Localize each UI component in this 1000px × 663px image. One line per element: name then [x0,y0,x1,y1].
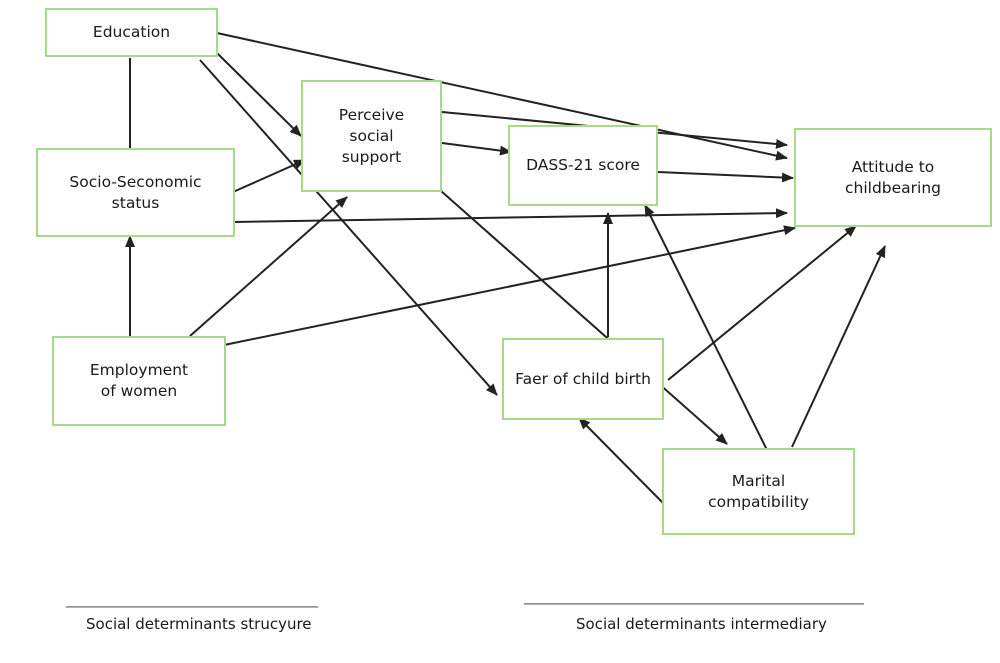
node-education: Education [45,8,218,57]
arrow-employment-attitude [223,225,796,346]
node-marital-label: Marital compatibility [708,471,809,511]
node-dass-label: DASS-21 score [526,156,640,174]
node-employment-label: Employment of women [89,361,189,400]
node-support-label: Perceive social support [338,105,405,166]
arrow-marital-fear [578,417,664,504]
node-perceived-social-support: Perceive social support [301,80,442,192]
arrow-marital-dass [644,204,768,451]
arrow-ses-attitude [232,208,788,223]
node-employment-of-women: Employment of women [52,336,226,426]
intermediary-divider [524,603,864,605]
arrow-education-attitude [216,32,788,161]
caption-structure: Social determinants strucyure [86,615,312,633]
node-fear-of-childbirth: Faer of child birth [502,338,664,420]
arrow-education-fear [199,59,498,396]
arrow-fear-attitude [667,225,857,381]
arrow-support-marital [431,182,728,445]
arrow-dass-attitude [657,171,794,183]
arrow-ses-support [232,159,306,193]
node-attitude-to-childbearing: Attitude to childbearing [794,128,992,227]
structure-divider [66,606,318,608]
node-marital-compatibility: Marital compatibility [662,448,855,535]
node-education-label: Education [92,23,171,41]
node-socio-economic-status: Socio-Seconomic status [36,148,235,237]
node-ses-label: Socio-Seconomic status [69,172,202,212]
node-attitude-label: Attitude to childbearing [844,157,941,197]
arrow-marital-attitude [791,245,886,448]
node-fear-label: Faer of child birth [515,369,651,388]
caption-intermediary: Social determinants intermediary [576,615,827,633]
node-dass-21-score: DASS-21 score [508,125,658,206]
arrow-support-dass [441,142,512,156]
arrow-education-support [216,52,302,137]
